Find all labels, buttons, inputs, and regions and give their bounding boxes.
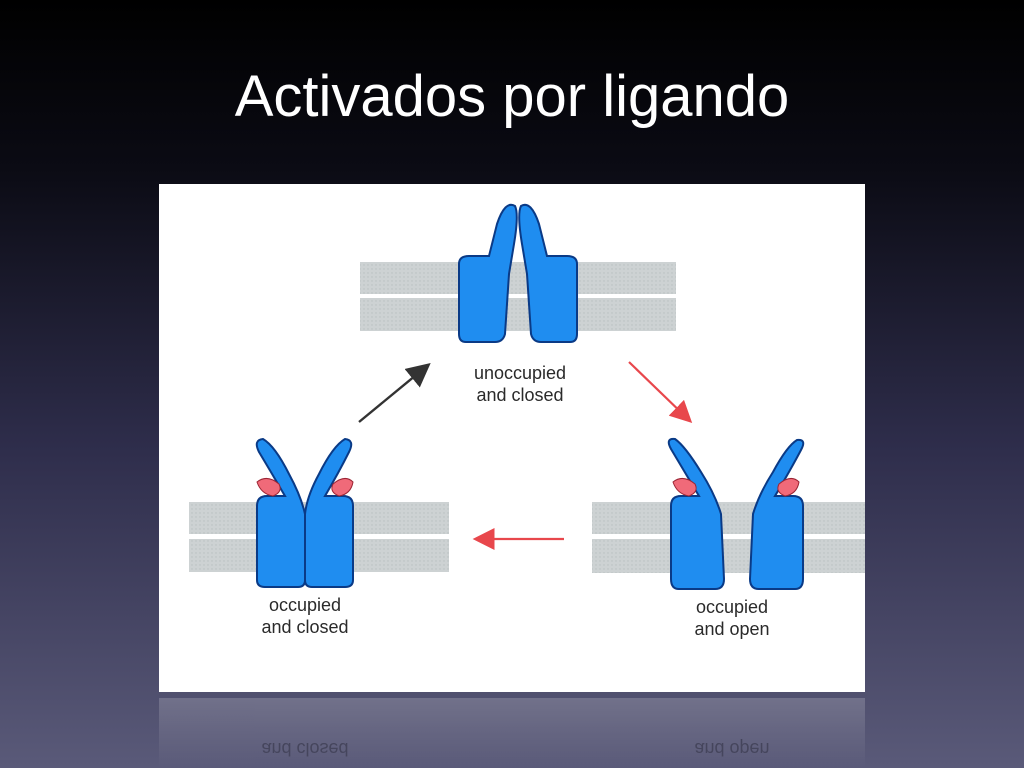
arrow-ligand-release xyxy=(358,362,431,423)
slide-title: Activados por ligando xyxy=(234,64,790,129)
channel-subunit-left xyxy=(458,203,518,343)
membrane-right-lower xyxy=(592,539,865,573)
channel-diagram-graphic xyxy=(189,203,865,590)
state-occupied-open xyxy=(592,437,865,590)
label-occupied-closed: occupied and closed xyxy=(261,595,349,637)
arrow-ligand-binding xyxy=(628,361,693,424)
reflection-label-occupied-closed: and closed xyxy=(261,739,349,759)
channel-subunit-left xyxy=(667,437,726,590)
membrane-top-upper xyxy=(360,262,676,294)
membrane-right-upper xyxy=(592,502,865,534)
reflection-label-occupied-open: and open xyxy=(694,739,770,759)
channel-subunit-right xyxy=(518,203,578,343)
ligand-right xyxy=(777,478,800,497)
channel-subunit-right xyxy=(304,437,354,588)
ligand-left xyxy=(672,478,697,497)
diagram-reflection: and closed and open xyxy=(159,698,865,768)
channel-subunit-left xyxy=(255,437,306,588)
state-occupied-closed xyxy=(189,437,449,588)
channel-diagram: unoccupied and closed occupied and open … xyxy=(159,184,865,692)
label-unoccupied-closed: unoccupied and closed xyxy=(473,363,567,405)
channel-subunit-right xyxy=(748,438,805,590)
ligand-left xyxy=(256,478,281,497)
membrane-top-lower xyxy=(360,298,676,331)
state-unoccupied-closed xyxy=(360,203,676,343)
ligand-right xyxy=(331,478,354,497)
label-occupied-open: occupied and open xyxy=(694,597,770,639)
